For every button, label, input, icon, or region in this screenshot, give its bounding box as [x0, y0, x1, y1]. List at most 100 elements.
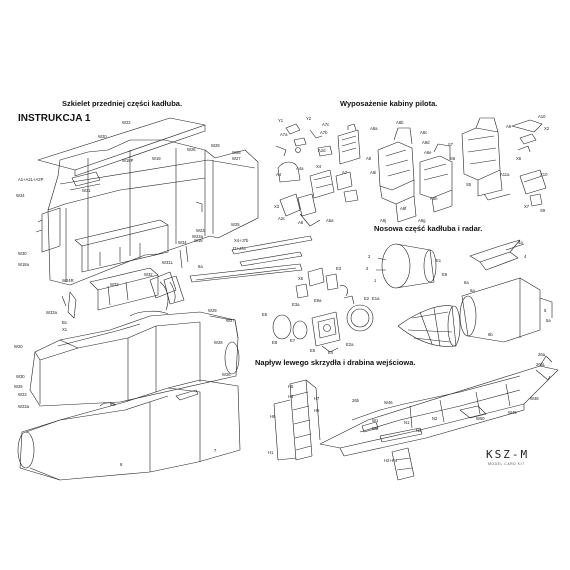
label-nose-20: X4+J7b [234, 238, 249, 243]
label-nose-7: E3 [336, 266, 342, 271]
label-cockpit-3: A7b [320, 130, 328, 135]
label-nose-5: E1 [436, 258, 442, 263]
label-frame-16: W34 [178, 240, 187, 245]
label-cockpit-35: X7 [524, 204, 530, 209]
label-frame-18: W31L [162, 260, 174, 265]
label-frame-19: W33 [110, 282, 119, 287]
label-frame-9: W21 [82, 188, 91, 193]
brand-tagline: MODEL CARD KIT [488, 462, 525, 466]
label-frame-24: X1 [62, 327, 68, 332]
wing-ladder [273, 355, 559, 481]
label-front-3: W28 [214, 340, 223, 345]
label-frame-25: 6a [198, 264, 203, 269]
label-frame-14: W23 [196, 228, 205, 233]
label-nose-14: E1a [372, 296, 380, 301]
label-cockpit-17: A8 [366, 156, 372, 161]
label-cockpit-31: S9 [540, 208, 546, 213]
label-front-4: W26 [222, 372, 231, 377]
page-title: INSTRUKCJA 1 [18, 113, 91, 124]
label-cockpit-7: A4 [276, 172, 282, 177]
label-frame-1: W20 [98, 134, 107, 139]
label-wing-15: N3 [416, 428, 422, 433]
label-cockpit-5: A2d [318, 148, 326, 153]
label-cockpit-27: A9 [506, 124, 512, 129]
label-frame-21: W24R [62, 278, 74, 283]
label-cockpit-33: S5 [466, 182, 472, 187]
label-frame-22: W33a [46, 310, 58, 315]
label-cockpit-23: A8h [430, 196, 438, 201]
label-nose-10: E7 [290, 338, 296, 343]
frame-assembly [35, 117, 259, 319]
label-nose-12: E5 [310, 348, 316, 353]
label-wing-4: H9 [270, 414, 276, 419]
label-front-2: W20 [14, 344, 23, 349]
label-frame-17: W18 [194, 238, 203, 243]
section-heading-frame: Szkielet przedniej części kadłuba. [62, 99, 183, 108]
label-nose-15: E3a [292, 302, 300, 307]
label-frame-10: W24 [16, 193, 25, 198]
label-cockpit-14: A8b [396, 120, 404, 125]
label-cockpit-11: X3 [274, 204, 280, 209]
label-cockpit-21: A8f [400, 206, 407, 211]
section-heading-cockpit: Wyposażenie kabiny pilota. [340, 99, 438, 108]
label-nose-6: E2 [364, 296, 370, 301]
label-wing-6: H1 [268, 450, 274, 455]
label-nose-19: J7+J7a [232, 246, 246, 251]
label-nose-23: 5a [546, 318, 551, 323]
label-front-8: W30 [16, 374, 25, 379]
label-frame-2: W26 [187, 147, 196, 152]
label-cockpit-32: A11a [500, 172, 510, 177]
label-front-0: W29 [208, 308, 217, 313]
label-cockpit-9: A7 [342, 170, 348, 175]
label-lower-0: 8a [110, 402, 115, 407]
label-cockpit-0: Y1 [278, 118, 284, 123]
label-frame-20: W32 [144, 272, 153, 277]
label-nose-3: 3 [366, 266, 369, 271]
label-nose-16: E2a [346, 342, 354, 347]
label-nose-24: 6b [488, 332, 493, 337]
label-frame-4: W29 [211, 143, 220, 148]
label-frame-23: B1 [62, 320, 68, 325]
label-cockpit-26: S6 [450, 156, 456, 161]
label-frame-11: W30 [18, 251, 27, 256]
label-frame-3: W28 [232, 150, 241, 155]
label-nose-0: 4a [518, 240, 523, 245]
label-cockpit-19: A8e [424, 150, 432, 155]
label-cockpit-18: A8d [422, 140, 430, 145]
label-wing-7: W2 [372, 426, 379, 431]
label-cockpit-2: A7c [322, 122, 329, 127]
label-wing-17: 26b [352, 398, 360, 403]
label-nose-21: 6a [464, 280, 469, 285]
label-cockpit-1: Y2 [306, 116, 312, 121]
label-nose-17: E9a [314, 298, 322, 303]
section-heading-wing: Napływ lewego skrzydła i drabina wejścio… [255, 358, 416, 367]
label-wing-0: H5 [288, 384, 294, 389]
label-frame-7: W18P [122, 158, 134, 163]
label-front-6: W25 [14, 384, 23, 389]
label-cockpit-30: X10 [540, 172, 548, 177]
label-frame-0: W22 [122, 120, 131, 125]
label-lower-2: 7 [214, 448, 217, 453]
label-cockpit-6: A4a [296, 166, 304, 171]
label-wing-3: H8 [314, 408, 320, 413]
label-front-7: W23 [18, 392, 27, 397]
cockpit-equipment [275, 117, 547, 227]
label-nose-4: 1 [374, 278, 377, 283]
label-cockpit-15: A8c [420, 130, 427, 135]
label-wing-9: W46 [384, 400, 393, 405]
label-front-5: W23a [18, 404, 30, 409]
label-nose-1: 4 [524, 254, 527, 259]
label-cockpit-8: X4 [316, 164, 322, 169]
label-frame-5: W27 [232, 156, 241, 161]
label-nose-25: 6a [470, 288, 475, 293]
front-fuselage-section [29, 310, 240, 407]
label-cockpit-24: A8j [380, 218, 386, 223]
label-nose-8: E9 [442, 272, 448, 277]
label-wing-8: W1 [372, 418, 379, 423]
brand-logo: KSZ-M [486, 448, 530, 461]
label-frame-15: W23a [192, 234, 204, 239]
label-nose-18: X5 [298, 276, 304, 281]
label-nose-9: E6 [262, 312, 268, 317]
